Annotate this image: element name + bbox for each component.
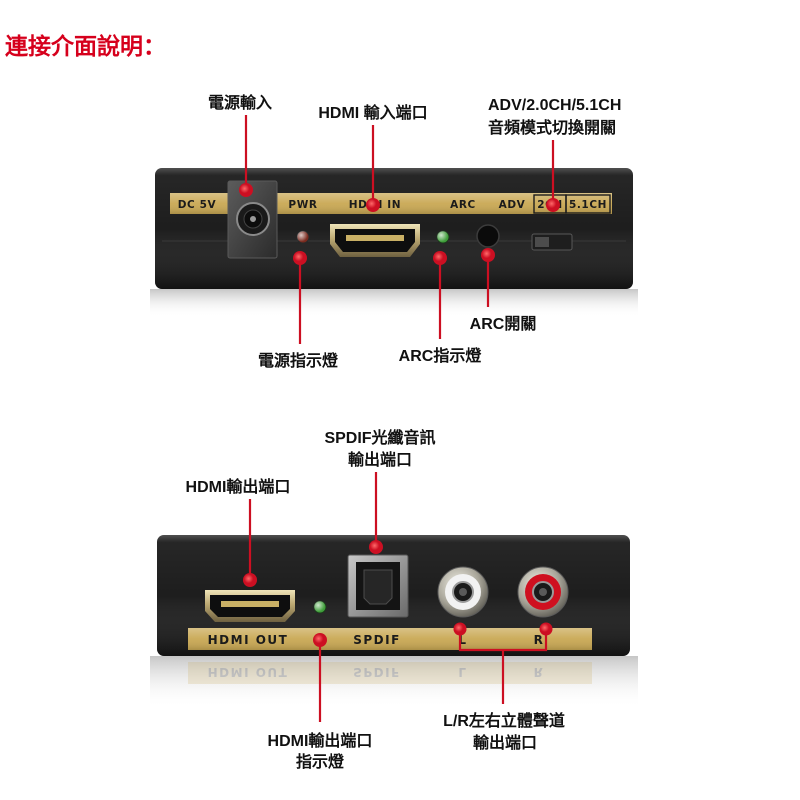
hdmi-in-contacts xyxy=(346,235,404,241)
spdif-shutter xyxy=(363,569,393,605)
band-label-5-1ch: 5.1CH xyxy=(569,199,607,211)
reflection-label-hdmi-out: HDMI OUT xyxy=(208,665,289,679)
callout-spdif-output: SPDIF光纖音訊 輸出端口 xyxy=(324,428,436,554)
rear-panel-reflection: HDMI OUT SPDIF L R xyxy=(188,662,592,684)
callout-dot-hdmi-input xyxy=(366,198,380,212)
arc-led-shine xyxy=(437,231,449,243)
callout-label-hdmi-input: HDMI 輸入端口 xyxy=(318,103,427,122)
hdmi-out-contacts xyxy=(221,601,279,607)
callout-dot-arc-switch xyxy=(481,248,495,262)
callout-hdmi-output-led: HDMI輸出端口 指示燈 xyxy=(268,633,373,771)
band-label-hdmi-out: HDMI OUT xyxy=(208,633,289,647)
callout-dot-left-channel xyxy=(453,622,467,636)
callout-hdmi-output: HDMI輸出端口 xyxy=(186,477,291,587)
rear-panel: HDMI OUT SPDIF L R HDMI OUT SPDIF L R xyxy=(150,535,638,708)
callout-audio-mode: ADV/2.0CH/5.1CH 音頻模式切換開關 xyxy=(488,97,621,212)
callout-dot-audio-mode xyxy=(546,198,560,212)
front-panel: DC 5V PWR HDMI IN ARC ADV 2CH 5.1CH xyxy=(150,168,638,317)
reflection-label-spdif: SPDIF xyxy=(353,665,401,679)
callout-label-arc-led: ARC指示燈 xyxy=(399,346,483,365)
band-label-right: R xyxy=(534,633,545,647)
rca-left-pin xyxy=(459,588,467,596)
callout-hdmi-input: HDMI 輸入端口 xyxy=(318,103,428,212)
band-label-dc-5v: DC 5V xyxy=(178,199,217,211)
switch-knob xyxy=(535,237,549,247)
callout-label-power-input: 電源輸入 xyxy=(208,93,272,112)
reflection-band xyxy=(188,662,592,684)
callout-label-audio-mode-line1: ADV/2.0CH/5.1CH xyxy=(488,97,621,114)
power-led-shine xyxy=(297,231,309,243)
callout-power-input: 電源輸入 xyxy=(208,93,272,197)
callout-arc-switch: ARC開關 xyxy=(470,248,537,333)
front-panel-reflection xyxy=(150,289,638,317)
page-title: 連接介面說明： xyxy=(5,33,166,59)
front-label-band-shine xyxy=(170,193,612,214)
band-label-adv: ADV xyxy=(499,199,526,211)
callout-label-spdif-line1: SPDIF光纖音訊 xyxy=(324,428,435,447)
callout-arc-led: ARC指示燈 xyxy=(399,251,483,365)
dc-power-jack xyxy=(227,180,278,259)
rear-panel-reflection-shade xyxy=(150,656,638,708)
band-label-left: L xyxy=(458,633,467,647)
band-label-spdif: SPDIF xyxy=(353,633,401,647)
hdmi-out-led xyxy=(313,600,327,614)
callout-dot-power-input xyxy=(239,183,253,197)
callout-label-stereo-line2: 輸出端口 xyxy=(473,733,537,752)
reflection-label-right: R xyxy=(534,665,545,679)
callout-stereo-output: L/R左右立體聲道 輸出端口 xyxy=(443,622,565,752)
spdif-optical-port xyxy=(347,554,409,618)
band-label-pwr: PWR xyxy=(288,199,317,211)
arc-button xyxy=(476,224,500,248)
callout-label-audio-mode-line2: 音頻模式切換開關 xyxy=(488,118,616,137)
callout-label-power-led: 電源指示燈 xyxy=(258,351,339,370)
callout-dot-spdif xyxy=(369,540,383,554)
hdmi-out-led-shine xyxy=(314,601,326,613)
power-led xyxy=(296,230,310,244)
audio-mode-switch xyxy=(531,233,573,251)
arc-led xyxy=(436,230,450,244)
rear-label-band-shine xyxy=(188,628,592,650)
callout-label-hdmi-led-line2: 指示燈 xyxy=(296,752,345,771)
rca-right-pin xyxy=(539,588,547,596)
callout-power-led: 電源指示燈 xyxy=(258,251,339,370)
band-box-5-1ch xyxy=(565,194,611,214)
callout-dot-hdmi-output xyxy=(243,573,257,587)
callout-label-hdmi-output: HDMI輸出端口 xyxy=(186,477,291,496)
callout-label-hdmi-led-line1: HDMI輸出端口 xyxy=(268,731,373,750)
callout-dot-power-led xyxy=(293,251,307,265)
callout-label-stereo-line1: L/R左右立體聲道 xyxy=(443,711,565,730)
callout-dot-arc-led xyxy=(433,251,447,265)
rca-left-jack xyxy=(437,566,489,618)
dc-jack-pin xyxy=(250,216,256,222)
hdmi-in-port xyxy=(330,224,420,257)
band-label-arc: ARC xyxy=(450,199,476,211)
callout-dot-right-channel xyxy=(539,622,553,636)
callout-label-arc-switch: ARC開關 xyxy=(470,315,537,333)
callout-label-spdif-line2: 輸出端口 xyxy=(348,450,412,469)
callout-dot-hdmi-output-led xyxy=(313,633,327,647)
reflection-label-left: L xyxy=(458,665,467,679)
hdmi-out-port xyxy=(205,590,295,622)
rca-right-jack xyxy=(517,566,569,618)
